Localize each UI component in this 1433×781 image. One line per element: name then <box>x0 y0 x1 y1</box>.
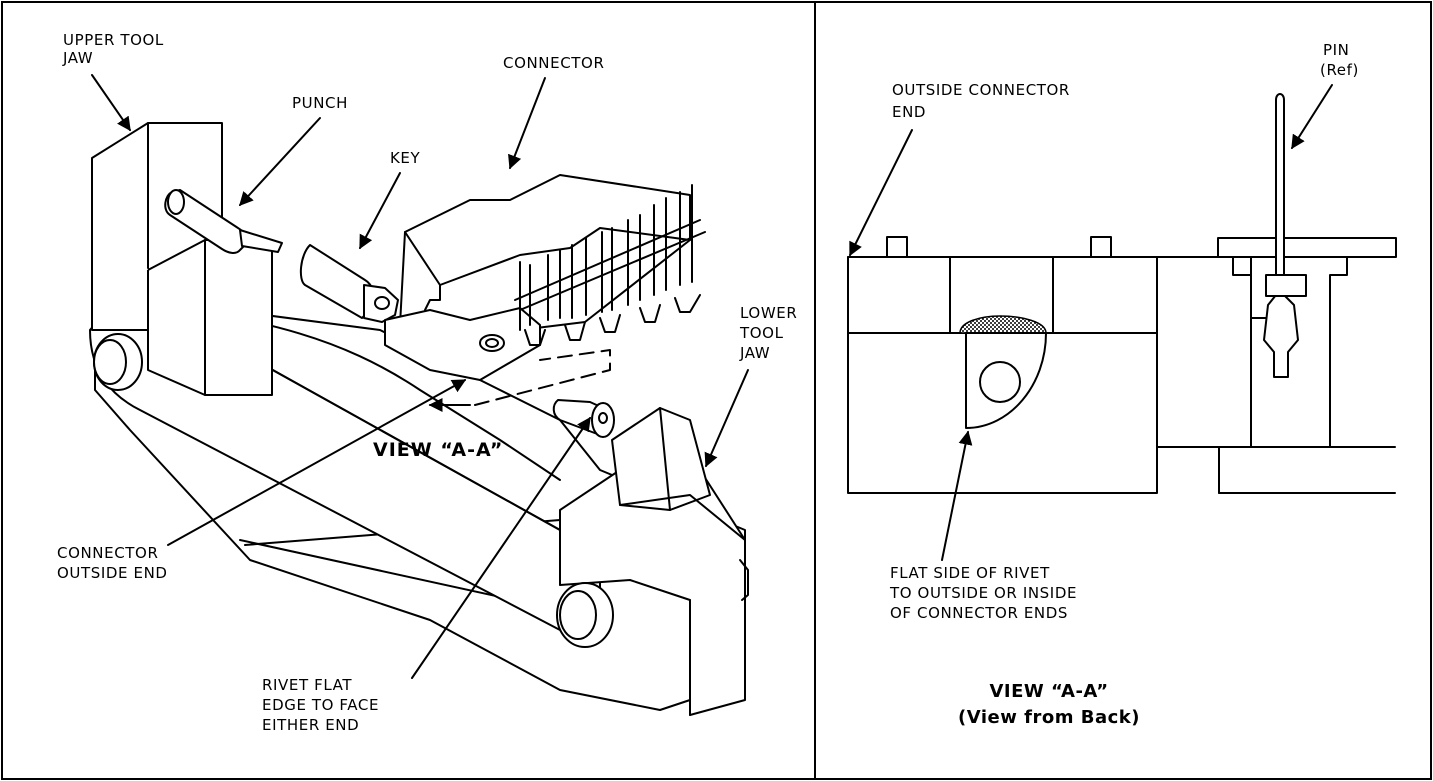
svg-text:VIEW “A-A”: VIEW “A-A” <box>989 681 1108 702</box>
svg-text:END: END <box>892 103 926 121</box>
svg-text:JAW: JAW <box>62 49 93 67</box>
svg-text:EDGE TO FACE: EDGE TO FACE <box>262 696 379 714</box>
label-rivet-flat-edge: RIVET FLAT EDGE TO FACE EITHER END <box>262 416 591 734</box>
label-connector: CONNECTOR <box>503 54 604 170</box>
svg-text:CONNECTOR: CONNECTOR <box>503 54 604 72</box>
view-aa-title: VIEW “A-A” (View from Back) <box>958 681 1140 728</box>
label-view-aa-left: VIEW “A-A” <box>373 439 503 461</box>
svg-text:(Ref): (Ref) <box>1320 61 1359 79</box>
svg-text:OF CONNECTOR ENDS: OF CONNECTOR ENDS <box>890 604 1068 622</box>
label-upper-tool-jaw: UPPER TOOL JAW <box>62 31 164 132</box>
svg-text:(View from Back): (View from Back) <box>958 707 1140 728</box>
label-punch: PUNCH <box>239 94 348 207</box>
svg-text:FLAT SIDE OF RIVET: FLAT SIDE OF RIVET <box>890 564 1050 582</box>
connector-pins <box>514 184 706 346</box>
label-connector-outside-end: CONNECTOR OUTSIDE END <box>57 379 467 582</box>
label-outside-connector-end: OUTSIDE CONNECTOR END <box>849 81 1070 257</box>
svg-text:JAW: JAW <box>739 344 770 362</box>
svg-text:VIEW “A-A”: VIEW “A-A” <box>373 439 503 461</box>
svg-text:KEY: KEY <box>390 149 421 167</box>
svg-text:OUTSIDE END: OUTSIDE END <box>57 564 168 582</box>
label-lower-tool-jaw: LOWER TOOL JAW <box>704 304 797 468</box>
svg-text:RIVET FLAT: RIVET FLAT <box>262 676 352 694</box>
view-aa-section <box>847 93 1397 494</box>
label-key: KEY <box>359 149 421 250</box>
svg-text:EITHER END: EITHER END <box>262 716 359 734</box>
svg-text:PIN: PIN <box>1323 41 1350 59</box>
svg-text:LOWER: LOWER <box>740 304 797 322</box>
svg-text:OUTSIDE CONNECTOR: OUTSIDE CONNECTOR <box>892 81 1070 99</box>
svg-text:UPPER TOOL: UPPER TOOL <box>63 31 164 49</box>
label-flat-side-of-rivet: FLAT SIDE OF RIVET TO OUTSIDE OR INSIDE … <box>889 430 1077 622</box>
svg-text:PUNCH: PUNCH <box>292 94 348 112</box>
tool-illustration <box>89 122 749 716</box>
svg-text:CONNECTOR: CONNECTOR <box>57 544 158 562</box>
label-pin: PIN (Ref) <box>1291 41 1359 150</box>
svg-text:TOOL: TOOL <box>739 324 784 342</box>
svg-text:TO OUTSIDE OR INSIDE: TO OUTSIDE OR INSIDE <box>889 584 1077 602</box>
